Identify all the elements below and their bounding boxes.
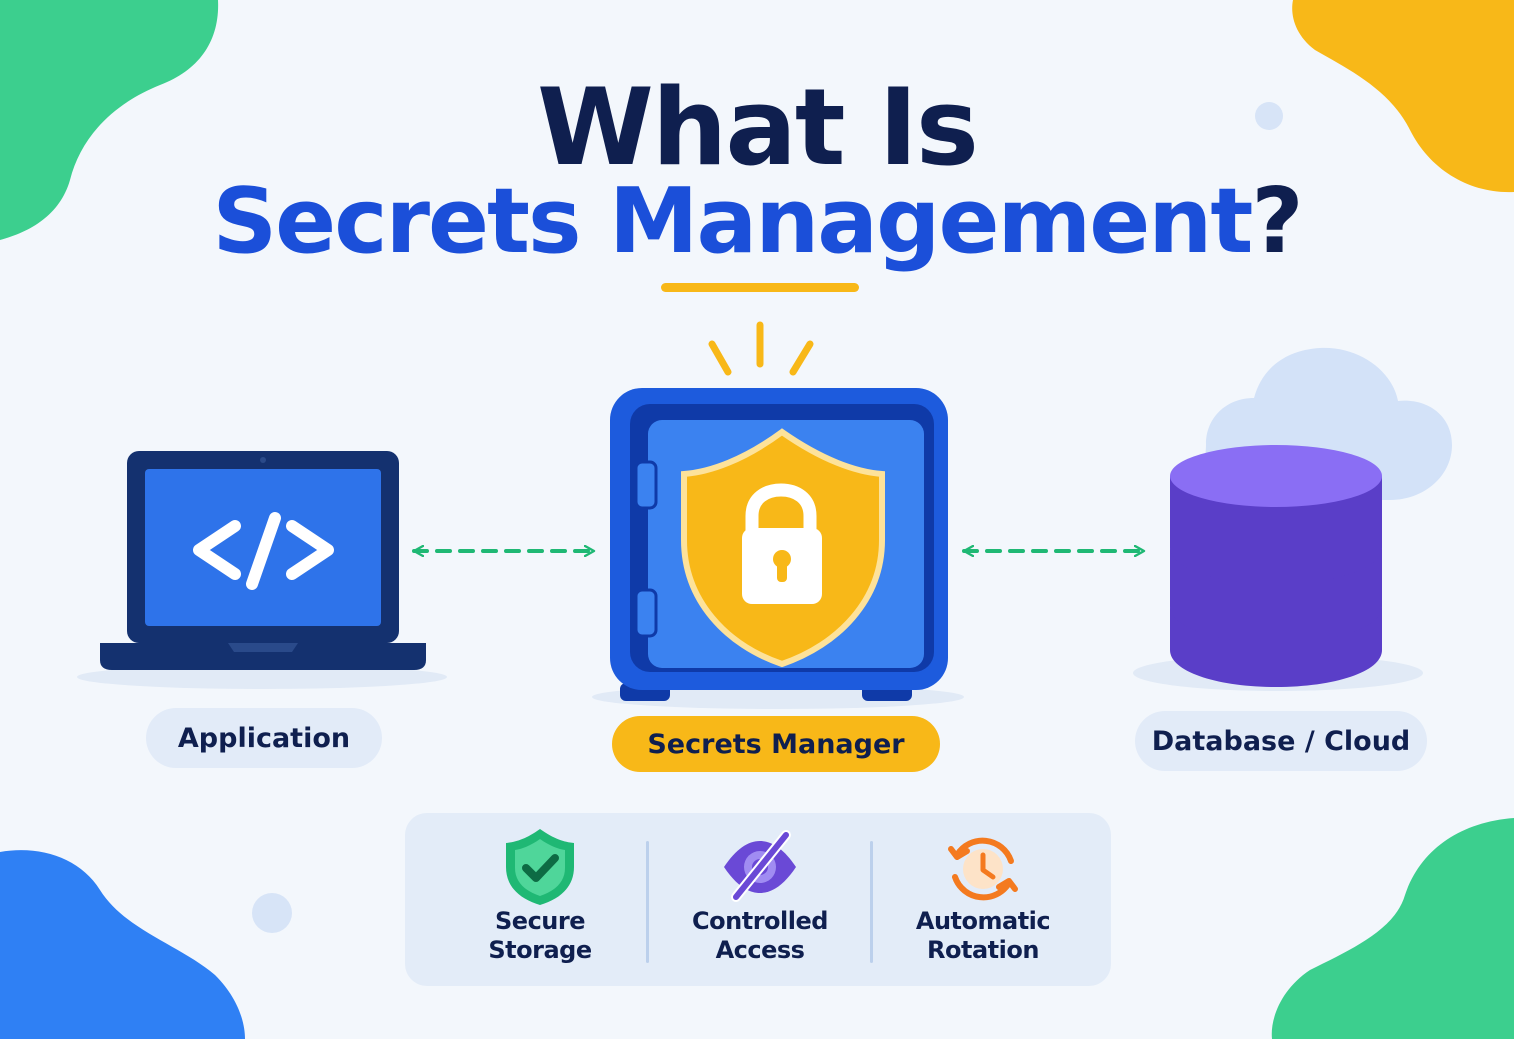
safe-icon <box>592 321 964 709</box>
secrets-manager-label: Secrets Manager <box>612 716 940 772</box>
feature-label-line1: Controlled <box>692 907 828 935</box>
padlock-icon <box>742 483 822 604</box>
green-blob-top-left <box>0 0 219 240</box>
feature-divider <box>646 841 649 963</box>
feature-divider <box>870 841 873 963</box>
dot-top-right <box>1255 102 1283 130</box>
database-cloud-label: Database / Cloud <box>1135 711 1427 771</box>
feature-label-line2: Storage <box>488 936 592 964</box>
feature-label-line2: Rotation <box>927 936 1039 964</box>
title-accent: Secrets Management <box>212 169 1253 274</box>
title-line-1: What Is <box>536 66 979 189</box>
database-icon <box>1133 347 1452 691</box>
green-blob-bottom-right <box>1271 818 1514 1039</box>
laptop-icon <box>77 451 447 689</box>
feature-label-line1: Secure <box>495 907 586 935</box>
shield-check-icon <box>506 829 574 905</box>
yellow-blob-top-right <box>1292 0 1514 193</box>
application-label: Application <box>146 708 382 768</box>
title-question-mark: ? <box>1251 169 1303 274</box>
feature-label-line2: Access <box>715 936 805 964</box>
dot-bottom-left <box>252 893 292 933</box>
code-icon <box>193 512 334 590</box>
rotation-clock-icon <box>948 837 1018 901</box>
title-underline <box>661 283 859 292</box>
eye-off-icon <box>724 830 796 902</box>
title-line-2: Secrets Management? <box>0 170 1514 274</box>
feature-label-line1: Automatic <box>915 907 1051 935</box>
blue-blob-bottom-left <box>0 850 245 1039</box>
